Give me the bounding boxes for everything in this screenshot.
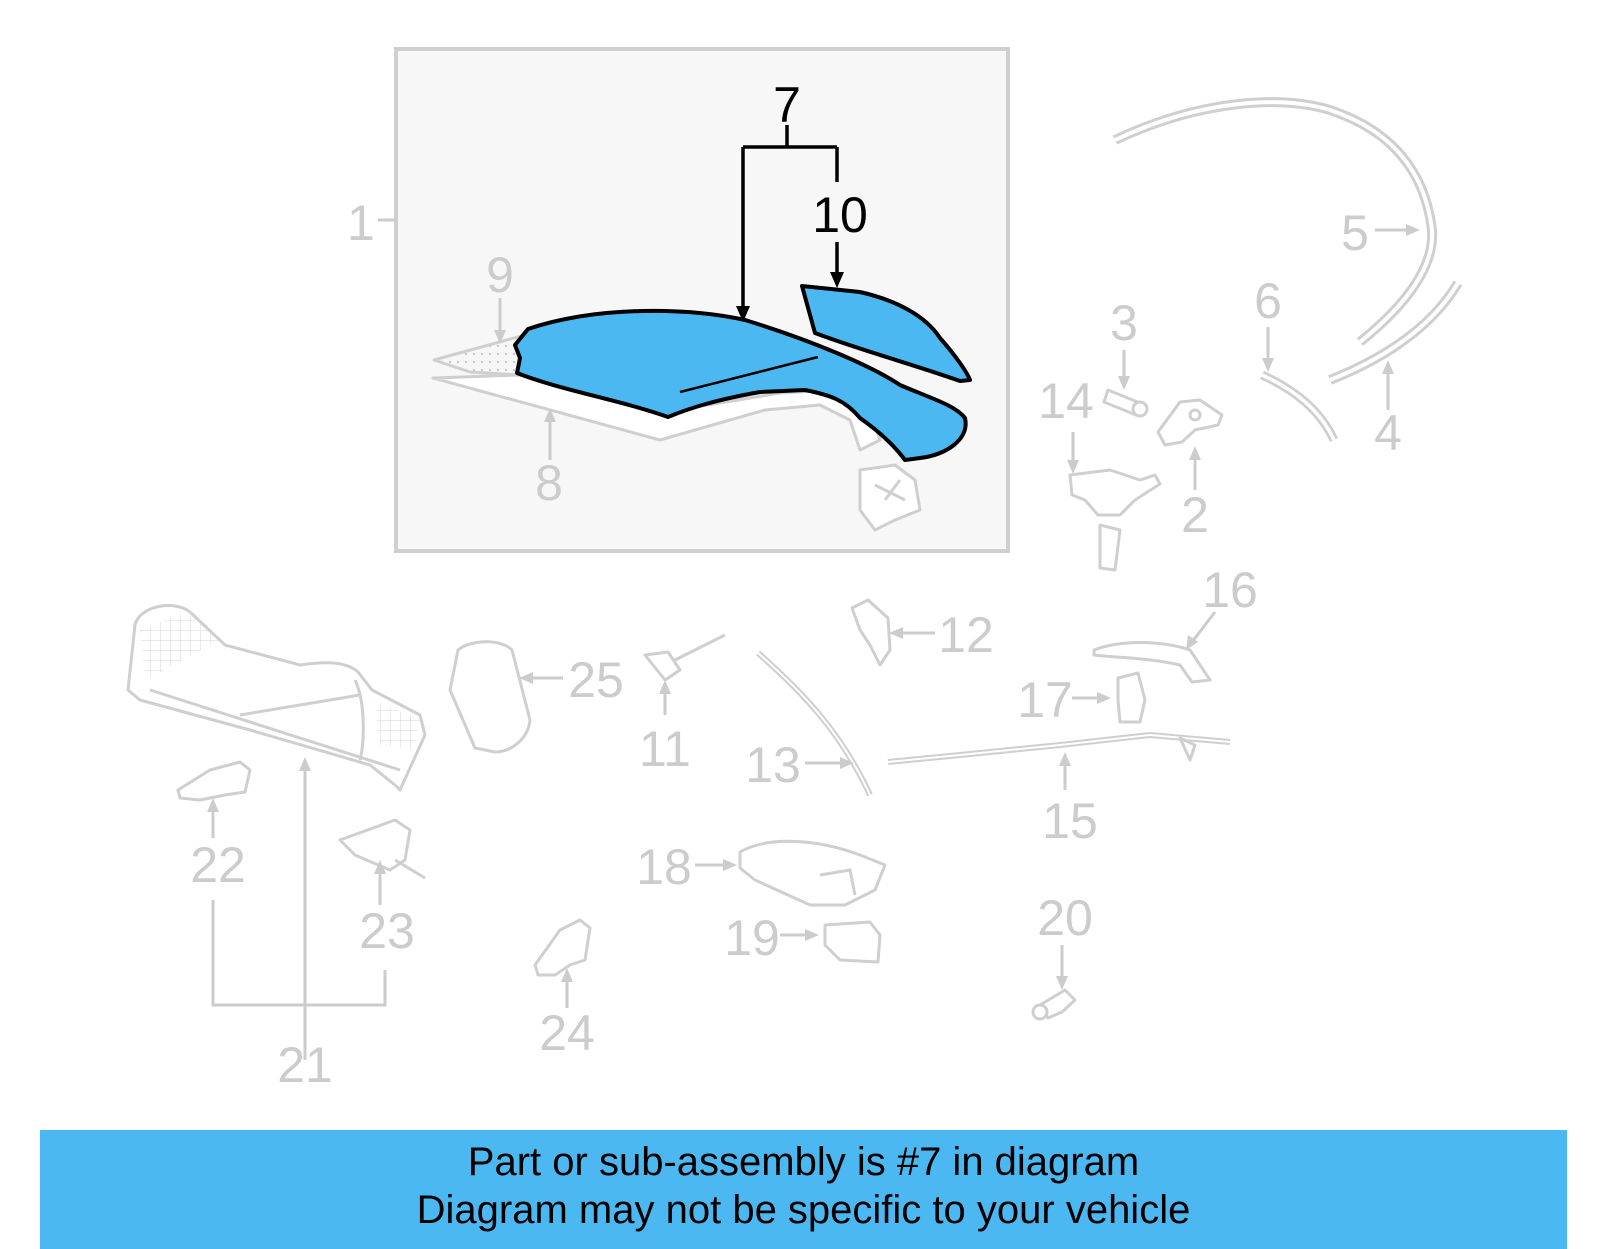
part-21-crossbar <box>149 679 401 772</box>
callout-9-arrowhead <box>494 330 506 344</box>
callout-24[interactable]: 24 <box>539 1005 595 1061</box>
part-19-clip <box>823 920 882 964</box>
part-7-seam-line <box>679 355 819 394</box>
callout-18-arrowhead <box>723 859 737 871</box>
callout-18[interactable]: 18 <box>636 839 692 895</box>
callout-12[interactable]: 12 <box>938 607 994 663</box>
callout-10[interactable]: 10 <box>812 187 868 243</box>
part-15-cable-inner <box>887 733 1231 763</box>
callout-4[interactable]: 4 <box>1374 405 1402 461</box>
callout-25-arrowhead <box>519 672 533 684</box>
part-22-bracket <box>176 760 252 802</box>
callout-7-arrowhead <box>736 306 750 322</box>
callout-19-arrowhead <box>805 929 819 941</box>
callout-3-arrowhead <box>1118 376 1130 390</box>
callout-5[interactable]: 5 <box>1341 205 1369 261</box>
part-4-seal-strip <box>1328 280 1463 385</box>
callout-10-arrowhead <box>830 272 844 288</box>
callout-4-arrowhead <box>1382 360 1394 374</box>
callout-16-leader <box>1190 611 1217 643</box>
callout-23-arrowhead <box>374 860 386 874</box>
part-14-latch-motor <box>1068 468 1162 517</box>
callout-20-arrowhead <box>1056 976 1068 990</box>
part-4-seal-strip-inner <box>1329 281 1460 382</box>
inset-latch-detail <box>874 479 906 502</box>
callout-12-arrowhead <box>889 627 903 639</box>
part-11-knob <box>643 650 682 682</box>
callout-16[interactable]: 16 <box>1202 562 1258 618</box>
part-21-mesh-right <box>375 700 420 750</box>
callout-21-arrowhead <box>299 757 311 771</box>
assembly-1-inset-box <box>394 47 1010 553</box>
inset-latch-bracket <box>858 463 922 532</box>
callout-22[interactable]: 22 <box>190 837 246 893</box>
callout-15-arrowhead <box>1059 752 1071 766</box>
part-21-mesh-left <box>140 612 220 680</box>
part-21-wind-deflector <box>126 604 427 792</box>
callout-16-arrowhead <box>1186 635 1198 650</box>
callout-7-bracket <box>741 125 839 313</box>
callout-11-arrowhead <box>659 680 671 694</box>
part-18-detail <box>819 868 857 896</box>
callout-5-arrowhead <box>1406 224 1420 236</box>
callout-19[interactable]: 19 <box>724 910 780 966</box>
callout-17-arrowhead <box>1097 692 1111 704</box>
part-5-weatherstrip-inner <box>1114 100 1435 344</box>
callout-22-arrowhead <box>207 798 219 812</box>
callout-3[interactable]: 3 <box>1110 295 1138 351</box>
banner-line-part-number: Part or sub-assembly is #7 in diagram <box>467 1140 1140 1184</box>
callout-13-arrowhead <box>840 757 854 769</box>
part-25-pad <box>448 640 532 754</box>
callout-25[interactable]: 25 <box>568 652 624 708</box>
callout-23[interactable]: 23 <box>359 903 415 959</box>
part-7-soft-top[interactable] <box>513 308 968 462</box>
callout-8-arrowhead <box>544 408 556 422</box>
callout-15[interactable]: 15 <box>1042 793 1098 849</box>
callout-6[interactable]: 6 <box>1254 273 1282 329</box>
callout-1[interactable]: 1 <box>347 195 375 251</box>
part-14-motor-cylinder <box>1098 523 1122 572</box>
part-3-pin-end <box>1131 400 1149 418</box>
callout-2-arrowhead <box>1189 446 1201 460</box>
callout-21[interactable]: 21 <box>277 1037 333 1093</box>
callout-13[interactable]: 13 <box>745 737 801 793</box>
callout-7[interactable]: 7 <box>773 77 801 133</box>
callout-14[interactable]: 14 <box>1038 373 1094 429</box>
callout-2[interactable]: 2 <box>1181 487 1209 543</box>
callout-6-arrowhead <box>1262 358 1274 372</box>
callout-21-group-bracket <box>211 900 387 1007</box>
callout-14-arrowhead <box>1067 460 1079 474</box>
part-24-hinge <box>533 918 592 977</box>
info-banner: Part or sub-assembly is #7 in diagram Di… <box>40 1130 1567 1249</box>
callout-24-arrowhead <box>561 968 573 982</box>
part-23-mount <box>338 818 412 872</box>
part-17-clip <box>1116 671 1147 724</box>
part-18-housing <box>738 839 887 907</box>
callout-9[interactable]: 9 <box>486 247 514 303</box>
callout-11[interactable]: 11 <box>639 721 691 777</box>
part-16-trim-piece <box>1092 641 1212 684</box>
part-15-bracket <box>1178 736 1197 762</box>
part-6-seal <box>1260 370 1339 442</box>
part-2-bracket <box>1156 398 1224 447</box>
part-20-fastener-head <box>1031 1003 1049 1021</box>
banner-line-disclaimer: Diagram may not be specific to your vehi… <box>416 1188 1191 1232</box>
callout-17[interactable]: 17 <box>1017 672 1073 728</box>
part-6-seal-inner <box>1261 373 1336 441</box>
callout-8[interactable]: 8 <box>535 455 563 511</box>
part-10-rear-window[interactable] <box>800 284 972 383</box>
part-13-rail-inner <box>757 652 871 796</box>
part-12-bracket <box>850 598 892 667</box>
part-2-bracket-hole <box>1188 408 1202 422</box>
part-23-stem <box>394 858 426 880</box>
callout-20[interactable]: 20 <box>1037 890 1093 946</box>
